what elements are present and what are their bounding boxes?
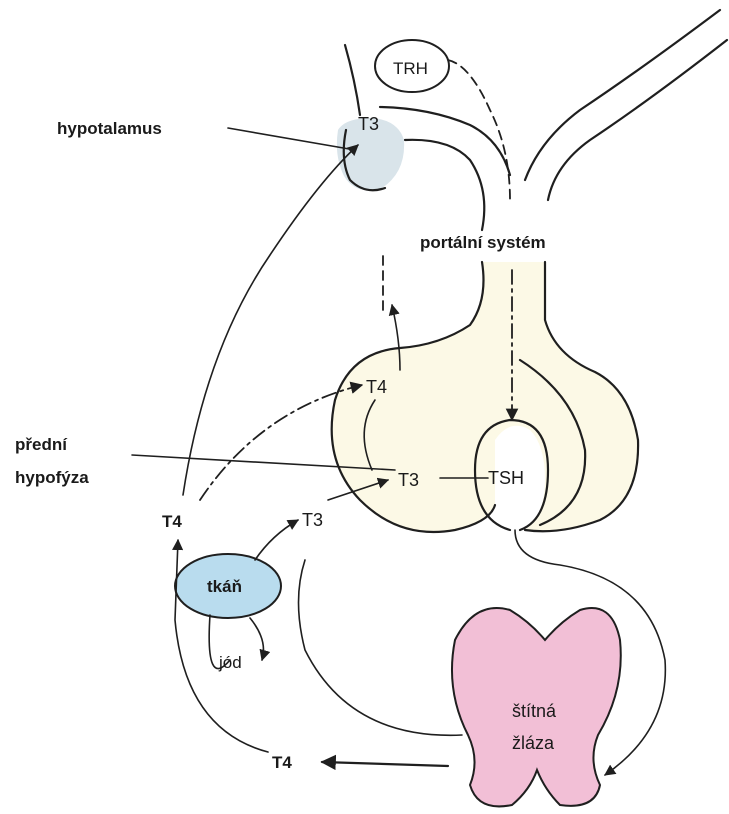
iodine-label: jód xyxy=(218,653,242,672)
t3-pituitary-label: T3 xyxy=(398,470,419,490)
hypothalamus-label: hypotalamus xyxy=(57,119,162,138)
thyroid-label-2: žláza xyxy=(512,733,555,753)
trh-label: TRH xyxy=(393,59,428,78)
portal-system-label: portální systém xyxy=(420,233,546,252)
thyroid-to-t3-arrow xyxy=(299,560,463,735)
t3-hypothalamus-label: T3 xyxy=(358,114,379,134)
thyroid-label-1: štítná xyxy=(512,701,557,721)
thyroid-to-t4-arrow xyxy=(322,762,448,766)
anterior-pituitary-label-2: hypofýza xyxy=(15,468,89,487)
tsh-label: TSH xyxy=(488,468,524,488)
t4-pituitary-label: T4 xyxy=(366,377,387,397)
anterior-pituitary-label-1: přední xyxy=(15,435,68,454)
brain-outline-right xyxy=(525,10,727,200)
hypothalamus-pointer xyxy=(228,128,355,150)
pituitary-gland xyxy=(332,262,638,532)
tissue-to-t3-arrow xyxy=(255,520,298,560)
tissue-label: tkáň xyxy=(207,577,242,596)
t3-tissue-label: T3 xyxy=(302,510,323,530)
t4-bottom-label: T4 xyxy=(272,753,292,772)
t4-left-label: T4 xyxy=(162,512,182,531)
brain-outline-inner xyxy=(405,140,484,230)
